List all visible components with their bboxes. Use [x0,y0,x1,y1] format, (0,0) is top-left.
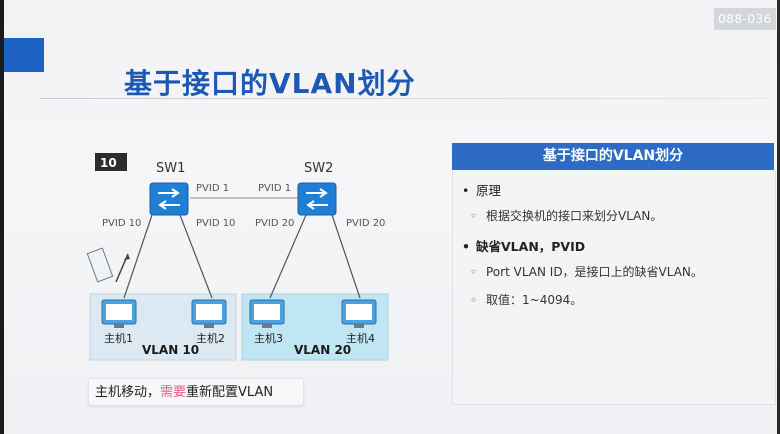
host3-icon [249,299,285,328]
title-accent-block [4,38,44,72]
switch-sw2-icon[interactable] [297,182,337,216]
sub-bullet-range: ◦取值：1~4094。 [470,293,583,307]
link-sw2-host4 [331,214,361,299]
page-code: 088-036 [714,8,776,30]
pvid-sw2-right: PVID 20 [346,218,385,229]
link-sw1-host2 [179,214,213,299]
title-divider [40,98,770,99]
switch-sw2-label: SW2 [304,161,333,176]
callout-note: 主机移动，需要重新配置VLAN [88,378,304,406]
callout-highlight: 需要 [160,385,187,400]
host2-icon [191,299,227,328]
vlan20-label: VLAN 20 [294,343,351,357]
host3-label: 主机3 [254,331,283,345]
bullet-principle: •原理 [462,183,502,198]
pvid-sw1-uplink: PVID 1 [196,183,229,194]
bullet-dot-icon: • [462,239,470,254]
host1-icon [101,299,137,328]
callout-suffix: 重新配置VLAN [186,385,274,400]
host4-icon [341,299,377,328]
host2-label: 主机2 [196,331,225,345]
pvid-sw2-left: PVID 20 [255,218,294,229]
switch-sw1-label: SW1 [156,161,185,176]
panel-body [452,170,776,405]
host4-label: 主机4 [346,331,375,345]
host1-label: 主机1 [104,331,133,345]
pvid-sw1-right: PVID 10 [196,218,235,229]
bullet-default-vlan: •缺省VLAN，PVID [462,239,586,254]
switch-sw1-icon[interactable] [149,182,189,216]
pvid-sw1-left: PVID 10 [102,218,141,229]
screen-edge-left [0,0,4,434]
panel-header: 基于接口的VLAN划分 [452,143,774,170]
bullet-ring-icon: ◦ [470,209,478,223]
bullet-ring-icon: ◦ [470,293,478,307]
callout-prefix: 主机移动， [95,385,161,400]
pvid-sw2-uplink: PVID 1 [258,183,291,194]
bullet-dot-icon: • [462,183,470,198]
tag-label: 10 [100,156,117,170]
slide-title: 基于接口的VLAN划分 [124,67,416,100]
sub-bullet-pvid-detail: ◦Port VLAN ID，是接口上的缺省VLAN。 [470,265,703,279]
sub-bullet-principle-detail: ◦根据交换机的接口来划分VLAN。 [470,209,663,223]
link-sw2-host3 [269,214,307,299]
vlan10-label: VLAN 10 [142,343,199,357]
moving-host-icon [86,247,130,283]
network-diagram: 10 SW1 SW2 PVID 1 PVID 1 PVID 10 PVID 10… [86,153,389,361]
link-sw1-host1 [123,214,153,299]
bullet-ring-icon: ◦ [470,265,478,279]
screen-edge-right [777,0,780,434]
tag-box [95,153,127,171]
